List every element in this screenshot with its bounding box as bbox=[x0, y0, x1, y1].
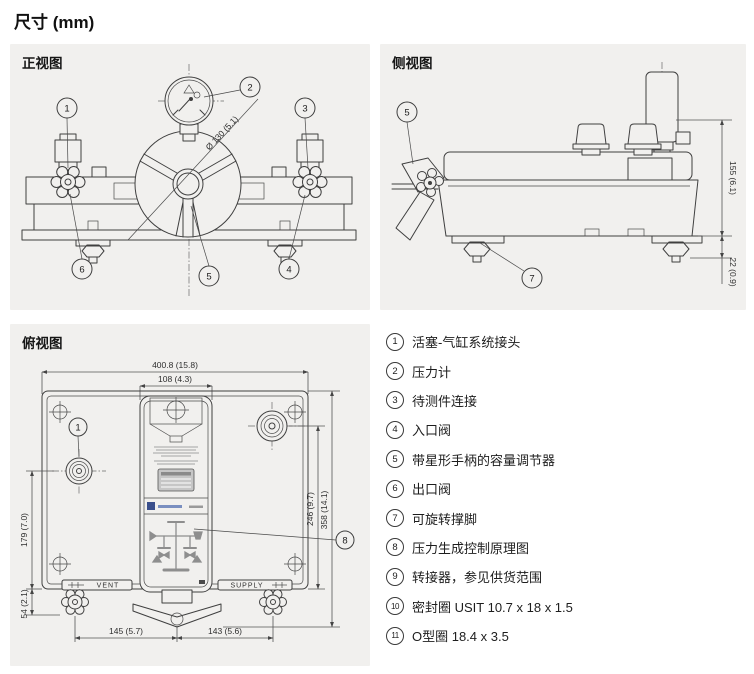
legend-text: 压力计 bbox=[412, 364, 452, 380]
volume-adjuster-lever bbox=[391, 157, 445, 241]
top-view-label: 俯视图 bbox=[22, 336, 63, 351]
dim-panel-width: 108 (4.3) bbox=[158, 374, 192, 384]
side-view-label: 侧视图 bbox=[392, 56, 433, 71]
legend-number: 8 bbox=[386, 538, 404, 557]
legend-item: 1 活塞-气缸系统接头 bbox=[386, 327, 750, 356]
legend-item: 9 转接器，参见供货范围 bbox=[386, 562, 750, 591]
legend-number: 10 bbox=[386, 597, 404, 616]
svg-text:6: 6 bbox=[79, 265, 84, 276]
svg-text:3: 3 bbox=[302, 104, 307, 115]
callout: 4 bbox=[278, 258, 300, 280]
legend-text: 转接器，参见供货范围 bbox=[412, 570, 543, 586]
fine-print-lines bbox=[153, 446, 199, 465]
legend-item: 2 压力计 bbox=[386, 356, 750, 385]
dim-total-width: 400.8 (15.8) bbox=[152, 360, 198, 370]
legend-number: 4 bbox=[386, 420, 404, 439]
vent-label: VENT bbox=[97, 583, 120, 590]
svg-text:5: 5 bbox=[404, 108, 409, 119]
brand-bar bbox=[144, 497, 208, 515]
legend-number: 1 bbox=[386, 332, 404, 351]
legend-text: 密封圈 USIT 10.7 x 18 x 1.5 bbox=[412, 599, 573, 615]
dim-left-depth: 179 (7.0) bbox=[19, 513, 29, 547]
legend-number: 5 bbox=[386, 450, 404, 469]
callout: 8 bbox=[335, 530, 355, 550]
pressure-gauge bbox=[164, 76, 214, 142]
handwheel bbox=[134, 130, 242, 238]
legend-text: 待测件连接 bbox=[412, 393, 478, 409]
legend-item: 5 带星形手柄的容量调节器 bbox=[386, 445, 750, 474]
svg-text:8: 8 bbox=[342, 536, 347, 547]
callout: 5 bbox=[396, 101, 418, 123]
legend-item: 8 压力生成控制原理图 bbox=[386, 533, 750, 562]
star-handle bbox=[132, 589, 222, 628]
side-view-panel: 侧视图 bbox=[380, 44, 746, 310]
supply-label: SUPPLY bbox=[230, 583, 263, 590]
star-knob-left bbox=[50, 166, 86, 198]
legend-number: 9 bbox=[386, 567, 404, 586]
legend-text: 压力生成控制原理图 bbox=[412, 540, 530, 556]
dim-total-depth: 358 (14.1) bbox=[319, 490, 329, 529]
dim-bottom-right: 143 (5.6) bbox=[208, 626, 242, 636]
callout: 1 bbox=[68, 417, 88, 437]
dim-right-depth: 246 (9.7) bbox=[305, 492, 315, 526]
legend-number: 7 bbox=[386, 509, 404, 528]
bottom-knob-left bbox=[61, 589, 89, 615]
legend-number: 11 bbox=[386, 626, 404, 645]
control-schematic bbox=[149, 521, 203, 572]
top-view-drawing: 400.8 (15.8) 108 (4.3) bbox=[19, 360, 355, 642]
supply-strip: SUPPLY bbox=[217, 579, 293, 591]
legend: 1 活塞-气缸系统接头 2 压力计 3 待测件连接 4 入口阀 5 带星形手柄的容量调节器… bbox=[386, 327, 750, 650]
callout: 2 bbox=[239, 76, 261, 98]
callout: 5 bbox=[198, 265, 220, 287]
legend-text: 可旋转撑脚 bbox=[412, 511, 478, 527]
legend-text: 活塞-气缸系统接头 bbox=[412, 335, 521, 351]
legend-item: 7 可旋转撑脚 bbox=[386, 503, 750, 532]
star-knob-right bbox=[292, 166, 328, 198]
page-title: 尺寸 (mm) bbox=[14, 13, 95, 32]
legend-text: 入口阀 bbox=[412, 423, 452, 439]
legend-text: O型圈 18.4 x 3.5 bbox=[412, 629, 509, 645]
legend-item: 3 待测件连接 bbox=[386, 386, 750, 415]
top-view-panel: 俯视图 400.8 (15.8) 108 (4.3) bbox=[10, 324, 370, 666]
side-view-drawing: 155 (6.1) 22 (0.9) 5 7 bbox=[391, 62, 738, 289]
front-view-drawing: Ø 130 (5.1) 1 2 3 4 5 6 bbox=[21, 64, 357, 296]
piston-port bbox=[52, 449, 106, 494]
svg-text:5: 5 bbox=[206, 272, 211, 283]
spec-label-plate bbox=[157, 468, 195, 492]
legend-item: 4 入口阀 bbox=[386, 415, 750, 444]
front-view-panel: 正视图 bbox=[10, 44, 370, 310]
svg-text:2: 2 bbox=[247, 83, 252, 94]
legend-text: 出口阀 bbox=[412, 482, 452, 498]
bottom-knob-right bbox=[259, 589, 287, 615]
panel-corner-mark bbox=[199, 580, 205, 584]
dim-bottom-left: 145 (5.7) bbox=[109, 626, 143, 636]
svg-text:4: 4 bbox=[286, 265, 291, 276]
front-view-label: 正视图 bbox=[22, 56, 63, 71]
legend-item: 6 出口阀 bbox=[386, 474, 750, 503]
legend-number: 6 bbox=[386, 479, 404, 498]
svg-text:7: 7 bbox=[529, 274, 534, 285]
svg-text:1: 1 bbox=[64, 104, 69, 115]
callout: 3 bbox=[294, 97, 316, 119]
dim-total-height: 155 (6.1) bbox=[728, 161, 738, 195]
legend-text: 带星形手柄的容量调节器 bbox=[412, 452, 556, 468]
svg-text:1: 1 bbox=[75, 423, 80, 434]
legend-item: 11 O型圈 18.4 x 3.5 bbox=[386, 621, 750, 650]
callout: 7 bbox=[521, 267, 543, 289]
dim-foot-depth: 54 (2.1) bbox=[19, 589, 29, 618]
dim-foot-height: 22 (0.9) bbox=[728, 257, 738, 286]
callout: 1 bbox=[56, 97, 78, 119]
legend-number: 2 bbox=[386, 362, 404, 381]
vent-strip: VENT bbox=[61, 579, 133, 591]
legend-item: 10 密封圈 USIT 10.7 x 18 x 1.5 bbox=[386, 592, 750, 621]
callout: 6 bbox=[71, 258, 93, 280]
corner-screw bbox=[49, 401, 306, 575]
legend-number: 3 bbox=[386, 391, 404, 410]
